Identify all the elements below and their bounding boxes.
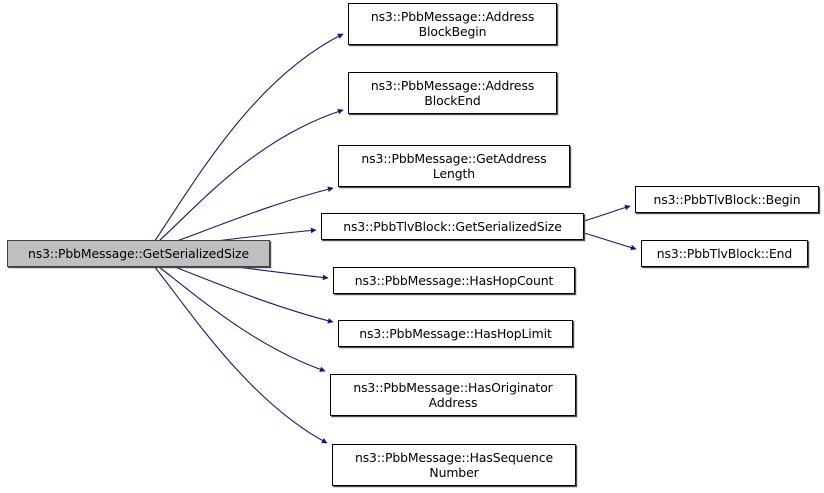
node-label: ns3::PbbMessage::Address BlockEnd [370,78,535,108]
node-label: ns3::PbbMessage::Address BlockBegin [370,9,535,39]
node-pbbmessage-hasoriginatoraddress[interactable]: ns3::PbbMessage::HasOriginator Address [330,374,576,416]
node-label: ns3::PbbTlvBlock::End [656,246,793,261]
node-label: ns3::PbbTlvBlock::Begin [653,192,801,207]
edge-root-to-addressblockbegin [149,33,344,249]
edge-root-to-hasoriginatoraddress [149,259,326,373]
node-pbbmessage-getaddresslength[interactable]: ns3::PbbMessage::GetAddress Length [338,145,570,187]
edge-root-to-hassequencenumber [149,260,328,444]
node-label: ns3::PbbMessage::HasOriginator Address [353,380,553,410]
node-pbbtlvblock-begin[interactable]: ns3::PbbTlvBlock::Begin [635,186,819,213]
node-label: ns3::PbbMessage::HasHopCount [354,273,554,288]
node-label: ns3::PbbMessage::GetSerializedSize [27,246,249,261]
node-pbbmessage-hashoplimit[interactable]: ns3::PbbMessage::HasHopLimit [338,320,573,347]
node-label: ns3::PbbMessage::HasSequence Number [354,450,554,480]
node-pbbmessage-addressblockend[interactable]: ns3::PbbMessage::Address BlockEnd [348,72,557,114]
node-pbbtlvblock-end[interactable]: ns3::PbbTlvBlock::End [641,240,808,267]
node-label: ns3::PbbTlvBlock::GetSerializedSize [343,219,562,234]
node-pbbmessage-hashopcount[interactable]: ns3::PbbMessage::HasHopCount [333,267,575,294]
node-pbbtlvblock-getserializedsize[interactable]: ns3::PbbTlvBlock::GetSerializedSize [321,213,584,240]
edge-root-to-hashoplimit [150,257,334,324]
edge-tlvblockgetserializedsize-to-end [583,232,637,251]
node-label: ns3::PbbMessage::HasHopLimit [359,326,552,341]
edge-tlvblockgetserializedsize-to-begin [583,204,631,222]
node-pbbmessage-addressblockbegin[interactable]: ns3::PbbMessage::Address BlockBegin [348,3,557,45]
node-pbbmessage-getserializedsize[interactable]: ns3::PbbMessage::GetSerializedSize [7,240,270,267]
node-label: ns3::PbbMessage::GetAddress Length [361,151,547,181]
node-pbbmessage-hassequencenumber[interactable]: ns3::PbbMessage::HasSequence Number [332,444,576,486]
edge-root-to-addressblockend [149,108,344,250]
